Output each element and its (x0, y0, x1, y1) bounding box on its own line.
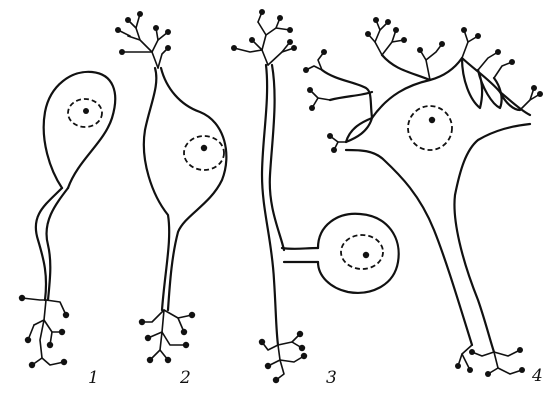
label-neuron-3: 3 (326, 368, 337, 388)
neuron-2-dendrite-tree (118, 14, 168, 68)
neuron-1-cell-body (44, 72, 116, 188)
neuron-4-nucleus (408, 106, 452, 150)
neuron-2-nucleolus (201, 145, 207, 151)
neuron-4-dendrite-tree (306, 20, 540, 374)
neuron-3 (231, 9, 399, 383)
neuron-3-cell-body (318, 214, 399, 293)
neuron-4-nucleolus (429, 117, 435, 123)
label-neuron-4: 4 (532, 366, 543, 386)
neuron-3-process (262, 65, 284, 345)
neuron-2-nucleus (184, 136, 224, 170)
neuron-2-cell-body (144, 68, 227, 310)
neuron-3-stalk (282, 248, 318, 262)
neuron-1-nucleolus (83, 108, 89, 114)
neuron-1-axon (36, 188, 68, 300)
neuron-4 (303, 17, 543, 377)
neuron-3-nucleolus (363, 252, 369, 258)
neuron-1 (19, 72, 115, 368)
neuron-3-nucleus (341, 235, 383, 269)
neuron-3-terminal-branches (262, 334, 304, 380)
label-neuron-2: 2 (180, 368, 191, 388)
neuron-4-lobes (330, 58, 520, 142)
neuron-3-dendrite-tree (234, 12, 294, 65)
neuron-2-terminal-boutons (139, 312, 195, 363)
label-neuron-1: 1 (88, 368, 99, 388)
neuron-4-boutons (303, 17, 543, 377)
neuron-4-cell-body (322, 55, 530, 352)
neuron-2 (115, 11, 226, 363)
